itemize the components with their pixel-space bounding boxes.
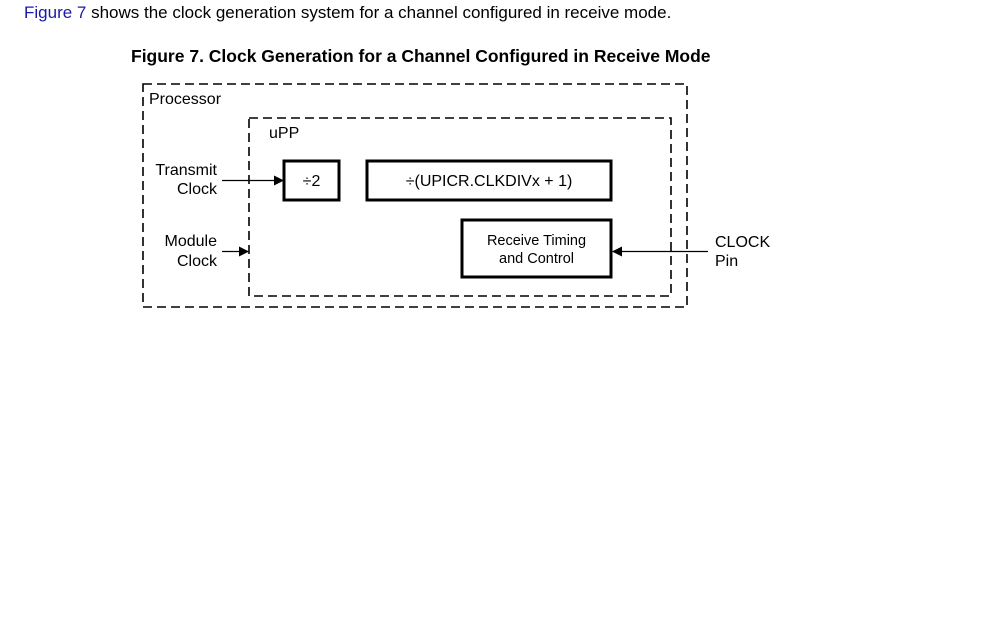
divide-by-two-text: ÷2	[303, 173, 321, 190]
intro-paragraph: Figure 7 shows the clock generation syst…	[24, 3, 671, 23]
receive-timing-text-line1: Receive Timing	[487, 233, 586, 249]
processor-boundary	[142, 83, 688, 308]
transmit-clock-label-line2: Clock	[177, 181, 218, 198]
intro-text: shows the clock generation system for a …	[86, 3, 672, 22]
divide-by-two-block	[282, 159, 341, 202]
clock-pin-label-line2: Pin	[715, 253, 738, 270]
clkdiv-block	[365, 159, 613, 202]
receive-timing-block	[460, 218, 613, 279]
transmit-clock-label-line1: Transmit	[155, 162, 217, 179]
clock-pin-label-line1: CLOCK	[715, 234, 770, 251]
figure-7-link[interactable]: Figure 7	[24, 3, 87, 22]
upp-boundary	[248, 117, 672, 297]
module-clock-label-line2: Clock	[177, 253, 218, 270]
upp-label: uPP	[269, 125, 299, 142]
processor-label: Processor	[149, 91, 222, 108]
figure-title: Figure 7. Clock Generation for a Channel…	[131, 46, 711, 66]
module-clock-label-line1: Module	[165, 233, 218, 250]
receive-timing-text-line2: and Control	[499, 251, 574, 267]
clkdiv-text: ÷(UPICR.CLKDIVx + 1)	[406, 173, 573, 190]
